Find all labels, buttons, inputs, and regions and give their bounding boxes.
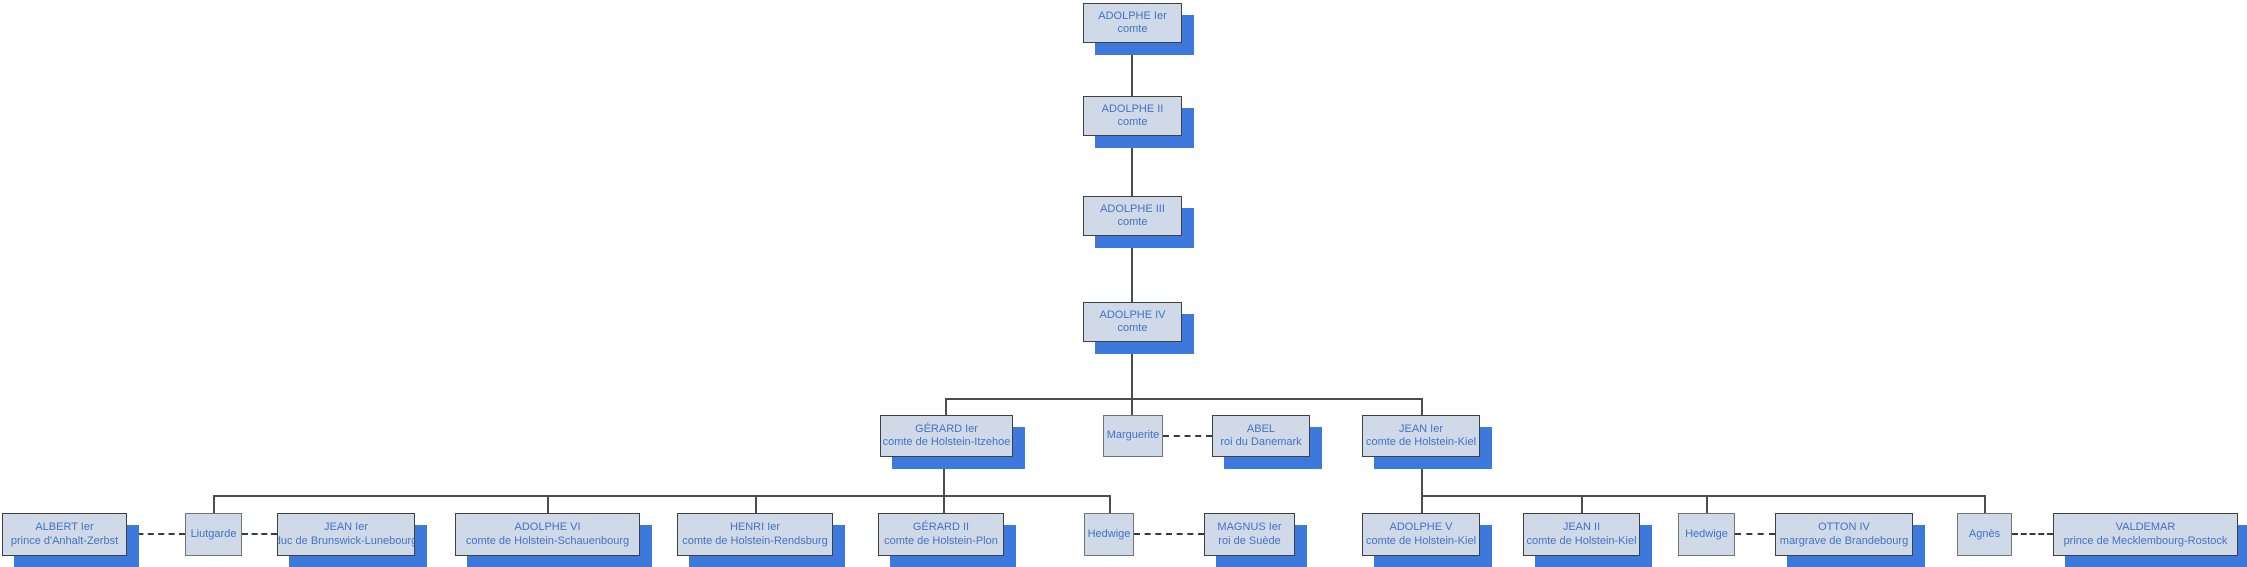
person-title: duc de Brunswick-Lunebourg xyxy=(277,534,415,547)
person-name: JEAN II xyxy=(1562,521,1601,533)
person-name: HENRI Ier xyxy=(729,521,781,533)
person-title: comte de Holstein-Kiel xyxy=(1365,534,1477,547)
person-title: comte de Holstein-Itzehoe xyxy=(882,436,1011,448)
person-title: prince de Mecklembourg-Rostock xyxy=(2063,534,2228,547)
person-name: OTTON IV xyxy=(1818,521,1870,533)
person-name: ADOLPHE IV xyxy=(1099,308,1166,321)
person-name: Hedwige xyxy=(1685,527,1728,540)
connector-chain-2-3 xyxy=(1131,135,1133,198)
connector-marriage-hedwige2-otton xyxy=(1735,533,1775,535)
person-title: roi du Danemark xyxy=(1220,436,1302,448)
connector-chain-1-2 xyxy=(1131,42,1133,98)
connector-drop-jean-2 xyxy=(1581,495,1583,514)
person-title: comte de Holstein-Rendsburg xyxy=(682,534,828,547)
person-name: GÉRARD II xyxy=(912,521,970,533)
person-title: comte de Holstein-Kiel xyxy=(1526,534,1637,547)
person-name: ALBERT Ier xyxy=(35,521,94,533)
connector-drop-jean-1er-kiel xyxy=(1421,398,1423,416)
node-agnes[interactable]: Agnès xyxy=(1957,513,2012,556)
connector-drop-adolphe-6 xyxy=(547,495,549,514)
person-name: ADOLPHE VI xyxy=(514,521,581,533)
person-title: margrave de Brandebourg xyxy=(1779,534,1909,547)
node-hedwige-1[interactable]: Hedwige xyxy=(1084,513,1134,556)
connector-marriage-hedwige1-magnus xyxy=(1134,533,1204,535)
connector-gerard-down xyxy=(943,456,945,514)
person-title: comte xyxy=(1117,322,1148,334)
person-title: comte de Holstein-Kiel xyxy=(1365,436,1477,448)
node-marguerite[interactable]: Marguerite xyxy=(1103,415,1163,457)
connector-marriage-agnes-valdemar xyxy=(2012,533,2053,535)
connector-jean-kiel-down xyxy=(1421,456,1423,514)
person-name: Agnès xyxy=(1968,527,2001,540)
connector-gen5-bus xyxy=(945,398,1423,400)
connector-drop-gerard-1er xyxy=(945,398,947,416)
person-title: roi de Suède xyxy=(1218,534,1281,547)
person-title: comte xyxy=(1117,23,1148,35)
person-name: JEAN Ier xyxy=(323,521,368,533)
connector-chain-4-down xyxy=(1131,341,1133,416)
connector-marriage-marguerite-abel xyxy=(1163,435,1212,437)
person-name: Liutgarde xyxy=(190,527,237,540)
person-title: comte de Holstein-Schauenbourg xyxy=(465,534,630,547)
person-title: comte de Holstein-Plon xyxy=(884,534,998,547)
person-name: ADOLPHE Ier xyxy=(1098,9,1167,22)
connector-gerard-children-bus xyxy=(213,495,1110,497)
person-name: Hedwige xyxy=(1087,527,1131,540)
node-hedwige-2[interactable]: Hedwige xyxy=(1678,513,1735,556)
person-title: comte xyxy=(1117,216,1148,228)
connector-drop-liutgarde xyxy=(213,495,215,514)
person-name: VALDEMAR xyxy=(2115,521,2176,533)
person-name: JEAN Ier xyxy=(1398,422,1443,435)
connector-jean-children-bus xyxy=(1421,495,1985,497)
connector-drop-hedwige-1 xyxy=(1109,495,1111,514)
connector-chain-3-4 xyxy=(1131,235,1133,304)
connector-marriage-liutgarde-jean-brunswick xyxy=(242,533,277,535)
person-name: Marguerite xyxy=(1106,429,1160,442)
person-name: ADOLPHE II xyxy=(1101,102,1164,115)
connector-drop-agnes xyxy=(1984,495,1986,514)
connector-drop-hedwige-2 xyxy=(1706,495,1708,514)
person-name: ADOLPHE V xyxy=(1389,521,1453,533)
connector-drop-henri-1er xyxy=(755,495,757,514)
person-name: ADOLPHE III xyxy=(1100,202,1165,215)
person-name: GÉRARD Ier xyxy=(915,422,978,435)
person-title: comte xyxy=(1117,116,1148,128)
node-liutgarde[interactable]: Liutgarde xyxy=(185,513,242,556)
person-title: prince d'Anhalt-Zerbst xyxy=(10,534,119,547)
connector-marriage-albert-liutgarde xyxy=(127,533,185,535)
person-name: ABEL xyxy=(1246,422,1276,435)
person-name: MAGNUS Ier xyxy=(1217,521,1282,533)
